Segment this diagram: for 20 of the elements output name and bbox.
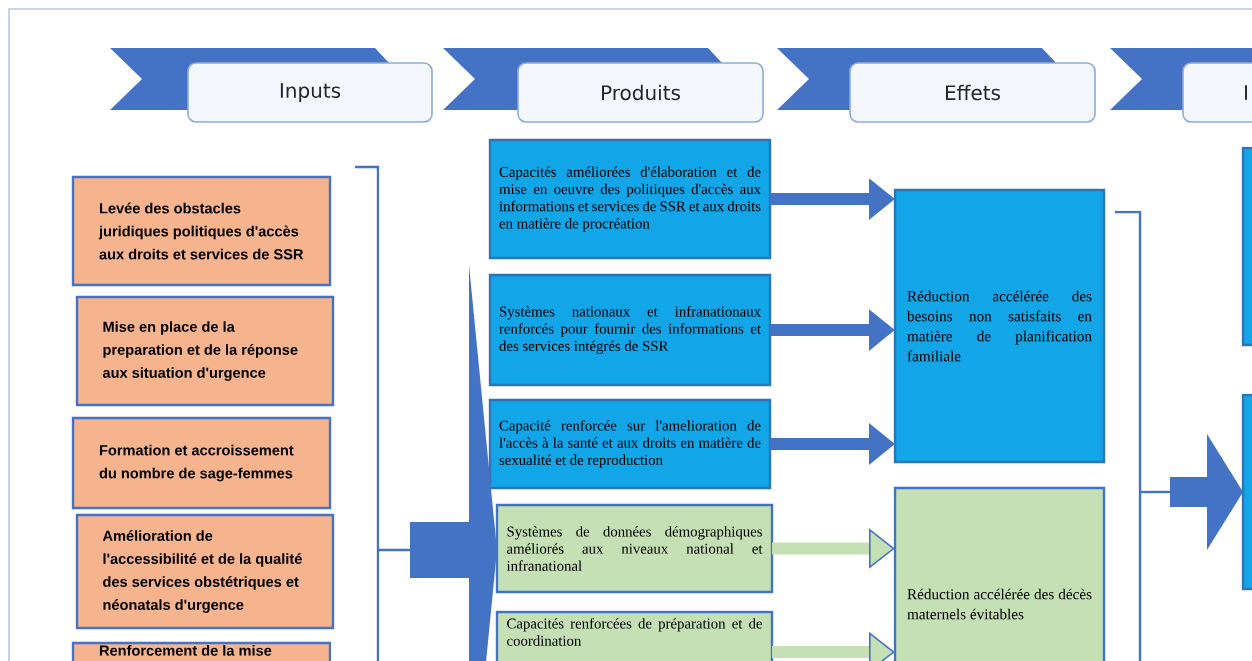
effect-box: Réduction accélérée des besoins non satisfaits en matière de planification familiale xyxy=(893,188,1106,464)
arrow xyxy=(772,631,895,661)
effect-box: Réduction accélérée des décès maternels évitables xyxy=(893,486,1106,661)
input-box: Mise en place de la preparation et de la réponse aux situation d'urgence xyxy=(75,295,335,407)
impact-box xyxy=(1241,393,1252,591)
input-box: Amélioration de l'accessibilité et de la qualité des services obstétriques et néonatals d'urgence xyxy=(75,513,335,630)
output-box: Capacité renforcée sur l'amelioration de l'accès à la santé et aux droits en matière de sexualité et de reproduction xyxy=(488,398,772,490)
stage-header: Produits xyxy=(443,48,764,123)
stage-header: I xyxy=(1110,48,1252,123)
impact-box xyxy=(1241,146,1252,347)
output-box: Capacités améliorées d'élaboration et de mise en oeuvre des politiques d'accès aux informations et services de SSR et aux droits en matière de procréation xyxy=(488,138,772,260)
output-box: Capacités renforcées de préparation et de coordination xyxy=(495,610,774,661)
input-box: Levée des obstacles juridiques politiques d'accès aux droits et services de SSR xyxy=(71,175,332,287)
output-box: Systèmes nationaux et infranationaux renforcés pour fournir des informations et des services intégrés de SSR xyxy=(488,273,772,387)
output-box: Systèmes de données démographiques améliorés aux niveaux national et infranational xyxy=(495,503,774,594)
stage-header: Effets xyxy=(777,48,1096,123)
stage-header: Inputs xyxy=(110,48,433,123)
block-arrow xyxy=(1170,434,1243,550)
input-box: Renforcement de la mise xyxy=(71,641,332,661)
input-box: Formation et accroissement du nombre de sage-femmes xyxy=(71,416,332,510)
